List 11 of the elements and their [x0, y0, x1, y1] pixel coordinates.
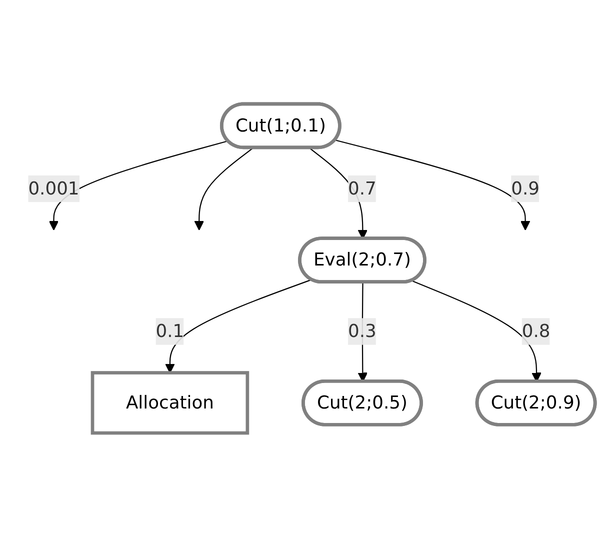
node-box: Allocation: [90, 370, 250, 434]
edge-label: 0.1: [156, 320, 184, 342]
edge-label: 0.001: [28, 177, 80, 198]
edge-label: 0.8: [522, 320, 550, 342]
arrow: [194, 147, 254, 230]
edge-label: 0.3: [348, 320, 376, 342]
edge-label: 0.9: [511, 177, 540, 198]
edge-label: 0.7: [348, 177, 376, 198]
arrow: [165, 278, 312, 373]
arrow: [335, 139, 530, 230]
arrow: [48, 140, 228, 230]
